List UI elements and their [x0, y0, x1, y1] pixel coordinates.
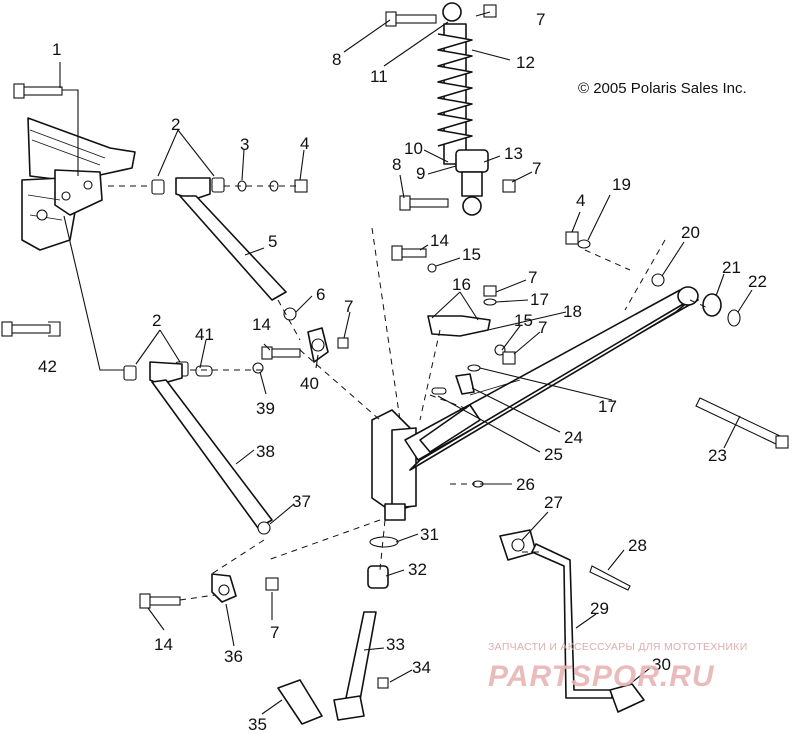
callout-label: 14: [252, 315, 271, 334]
bolt-23: [695, 397, 789, 449]
watermark: ЗАПЧАСТИ И АКСЕССУАРЫ ДЛЯ МОТОТЕХНИКИ PA…: [488, 641, 748, 693]
callout-label: 38: [256, 442, 275, 461]
callout-label: 10: [404, 139, 423, 158]
callout-label: 33: [386, 635, 405, 654]
callout-label: 2: [152, 311, 161, 330]
callout-label: 6: [316, 285, 325, 304]
shock-absorber-12: [385, 2, 516, 216]
callout-label: 14: [430, 231, 449, 250]
tie-rod-end-36: [139, 573, 279, 609]
bushing-21: [702, 293, 741, 327]
callout-label: 2: [171, 115, 180, 134]
callout-label: 4: [576, 191, 585, 210]
bolt-1: [13, 83, 63, 99]
callout-label: 40: [300, 374, 319, 393]
upper-control-arm-5: [151, 177, 308, 321]
callout-label: 4: [300, 134, 309, 153]
callout-label: 37: [292, 492, 311, 511]
washers-19-20: [565, 231, 665, 287]
leader-lines: [48, 11, 753, 715]
callout-label: 16: [452, 275, 471, 294]
callout-label: 35: [248, 715, 267, 733]
callout-label: 30: [652, 655, 671, 674]
frame-section: [21, 117, 136, 251]
callout-label: 15: [462, 245, 481, 264]
callout-label: 13: [504, 144, 523, 163]
callout-label: 26: [516, 475, 535, 494]
callout-label: 19: [612, 175, 631, 194]
callout-label: 1: [52, 40, 61, 59]
trailing-arm-18: [404, 286, 699, 471]
callout-label: 28: [628, 536, 647, 555]
callout-label: 34: [412, 658, 431, 677]
callout-label: 21: [722, 258, 741, 277]
callout-label: 14: [154, 635, 173, 654]
callout-label: 22: [748, 272, 767, 291]
steering-post-33: [277, 536, 399, 725]
lower-control-arm-38: [123, 361, 273, 535]
callout-label: 5: [268, 232, 277, 251]
callout-label: 3: [240, 135, 249, 154]
callout-label: 7: [538, 318, 547, 337]
callout-label: 7: [532, 159, 541, 178]
callout-label: 11: [370, 67, 388, 86]
callout-label: 8: [332, 50, 341, 69]
callout-label: 31: [420, 525, 439, 544]
callout-label: 8: [392, 155, 401, 174]
callout-label: 9: [416, 164, 425, 183]
callout-label: 24: [564, 428, 583, 447]
bolt-42: [1, 321, 51, 337]
callout-labels: 1 2 3 4 5 6 7 8 11 12 7 10 13 9 8 7 4 19…: [38, 10, 767, 733]
callout-label: 7: [528, 268, 537, 287]
callout-label: 29: [590, 599, 609, 618]
callout-label: 15: [514, 311, 533, 330]
assembly-lines: [108, 185, 709, 601]
callout-label: 7: [536, 10, 545, 29]
callout-label: 18: [563, 302, 582, 321]
callout-label: 36: [224, 647, 243, 666]
callout-label: 32: [408, 560, 427, 579]
callout-label: 42: [38, 357, 57, 376]
callout-label: 17: [530, 290, 549, 309]
callout-label: 23: [708, 446, 727, 465]
callout-label: 7: [270, 623, 279, 642]
callout-label: 25: [544, 445, 563, 464]
callout-label: 41: [195, 325, 214, 344]
watermark-brand: PARTSPOR.RU: [488, 660, 715, 693]
watermark-tagline: ЗАПЧАСТИ И АКСЕССУАРЫ ДЛЯ МОТОТЕХНИКИ: [488, 641, 748, 653]
callout-label: 27: [544, 493, 563, 512]
callout-label: 7: [344, 297, 353, 316]
rod-end-40: [261, 327, 349, 363]
callout-label: 17: [598, 397, 617, 416]
callout-label: 12: [516, 53, 535, 72]
copyright-notice: © 2005 Polaris Sales Inc.: [578, 80, 747, 97]
callout-label: 39: [256, 399, 275, 418]
steering-linkage-29: [499, 529, 645, 713]
callout-label: 20: [681, 223, 700, 242]
